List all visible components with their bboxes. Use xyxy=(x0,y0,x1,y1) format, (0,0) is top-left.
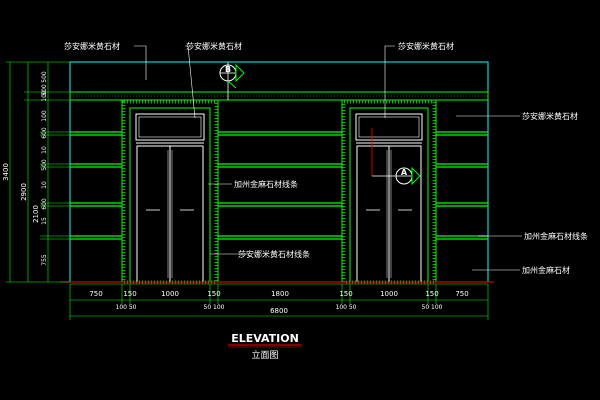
dim-bottom-segment: 150 xyxy=(123,290,136,298)
dim-bottom-segment: 150 xyxy=(425,290,438,298)
label-mid-1: 加州金麻石材线条 xyxy=(234,179,298,189)
label-top-mid: 莎安娜米黄石材 xyxy=(186,41,242,51)
right-transom xyxy=(355,113,423,141)
dim-left-inner: 2100 xyxy=(32,205,40,223)
right-door xyxy=(341,99,437,284)
dim-left-segment: 600 xyxy=(41,127,48,139)
dim-left-segment: 500 xyxy=(41,159,48,171)
left-door xyxy=(121,99,219,284)
dim-bottom-segment: 150 xyxy=(339,290,352,298)
marker-a-label: A xyxy=(401,168,408,177)
label-right-1: 莎安娜米黄石材 xyxy=(522,111,578,121)
dim-left-outer: 3400 xyxy=(2,163,10,181)
dim-bottom-segment: 1000 xyxy=(380,290,398,298)
dim-left-segment: 10 xyxy=(41,181,48,189)
dim-left-segment: 600 xyxy=(41,198,48,210)
dim-left-segment: 500 xyxy=(41,71,48,83)
label-right-2: 加州金麻石材线条 xyxy=(524,231,588,241)
top-band xyxy=(69,91,489,101)
dim-left-mid: 2900 xyxy=(20,183,28,201)
label-mid-2: 莎安娜米黄石材线条 xyxy=(238,249,310,259)
dim-sub-left: 100 50 xyxy=(116,304,137,311)
dim-bottom-segment: 750 xyxy=(455,290,468,298)
dim-left-segment: 100 xyxy=(41,90,48,102)
dim-bottom-segment: 750 xyxy=(89,290,102,298)
dim-left-segment: 755 xyxy=(41,254,48,266)
title-cn: 立面图 xyxy=(251,349,278,361)
label-top-right: 莎安娜米黄石材 xyxy=(398,41,454,51)
dim-bottom-segment: 1800 xyxy=(271,290,289,298)
dim-left-segment: 100 xyxy=(41,110,48,122)
dim-sub-mid1: 50 100 xyxy=(204,304,225,311)
dim-total: 6800 xyxy=(270,307,288,315)
dim-left-segment: 15 xyxy=(41,217,48,225)
dim-left-segment: 500 xyxy=(41,84,48,96)
title-en: ELEVATION xyxy=(231,332,299,345)
dim-sub-right: 50 100 xyxy=(422,304,443,311)
dim-sub-mid2: 100 50 xyxy=(336,304,357,311)
left-dimensions xyxy=(6,61,70,283)
dim-left-segment: 10 xyxy=(41,146,48,154)
section-marker-b: B xyxy=(219,62,245,100)
left-transom xyxy=(135,113,205,141)
stone-bands xyxy=(70,131,488,240)
wall-outline xyxy=(69,61,489,283)
bottom-segment-labels: 750 150 1000 150 1800 150 1000 150 750 xyxy=(89,290,468,298)
section-marker-a: A xyxy=(371,128,421,186)
dim-bottom-segment: 1000 xyxy=(161,290,179,298)
leaders xyxy=(134,45,522,271)
label-right-3: 加州金麻石材 xyxy=(522,265,570,275)
bottom-dimensions xyxy=(69,284,489,320)
label-top-left: 莎安娜米黄石材 xyxy=(64,41,120,51)
pilasters xyxy=(121,100,437,282)
dim-bottom-segment: 150 xyxy=(207,290,220,298)
marker-b-label: B xyxy=(225,65,231,74)
